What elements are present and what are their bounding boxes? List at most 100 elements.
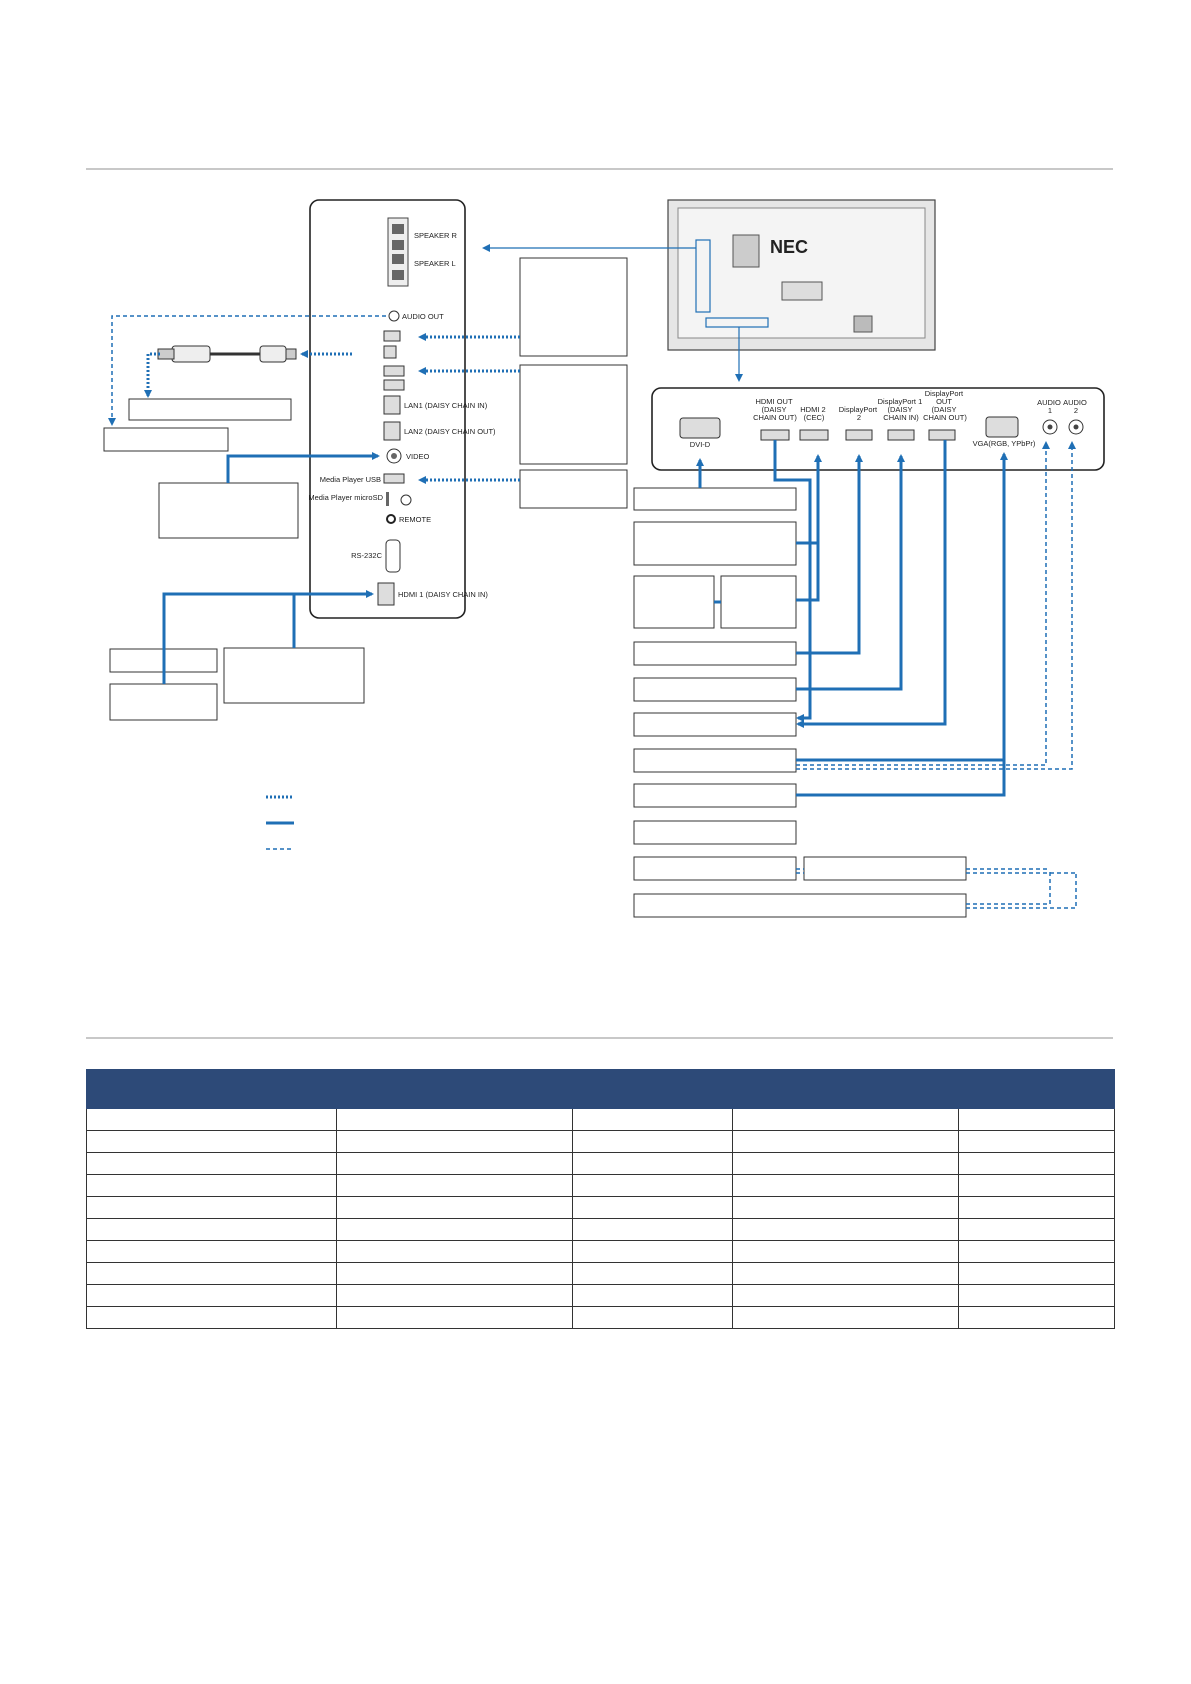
audio-out-jack[interactable] <box>388 310 400 322</box>
device-box-13 <box>720 575 797 629</box>
device-box-19 <box>633 820 797 845</box>
device-box-4 <box>128 398 292 421</box>
device-box-10 <box>633 487 797 511</box>
table-row <box>86 1130 1115 1153</box>
table-cell <box>86 1130 337 1153</box>
table-cell <box>732 1262 959 1285</box>
table-cell <box>958 1130 1115 1153</box>
table-cell <box>336 1196 573 1219</box>
table-cell <box>572 1130 733 1153</box>
table-cell <box>732 1284 959 1307</box>
hdmi-out-label: HDMI OUT (DAISY CHAIN OUT) <box>753 397 797 422</box>
table-cell <box>572 1174 733 1197</box>
usb-port-2[interactable] <box>383 365 405 377</box>
device-box-11 <box>633 521 797 566</box>
device-box-21 <box>803 856 967 881</box>
media-player-usb-port[interactable] <box>383 473 405 484</box>
dvi-d-label: DVI-D <box>690 440 711 449</box>
table-cell <box>732 1306 959 1329</box>
dvi-d-port[interactable] <box>679 417 721 439</box>
displayport-out-label: DisplayPort OUT (DAISY CHAIN OUT) <box>923 389 967 422</box>
device-box-18 <box>633 783 797 808</box>
table-cell <box>732 1196 959 1219</box>
middle-divider <box>86 1037 1113 1039</box>
hdmi-out-port[interactable] <box>760 429 790 441</box>
table-row <box>86 1240 1115 1263</box>
table-cell <box>958 1152 1115 1175</box>
table-cell <box>572 1240 733 1263</box>
header-cell <box>336 1069 573 1109</box>
video-label: VIDEO <box>406 452 430 461</box>
hdmi1-port[interactable] <box>377 582 395 606</box>
table-cell <box>572 1218 733 1241</box>
vga-port[interactable] <box>985 416 1019 438</box>
nec-logo: NEC <box>770 237 808 257</box>
device-box-5 <box>103 427 229 452</box>
displayport-out-cable <box>796 440 947 728</box>
table-cell <box>86 1152 337 1175</box>
table-cell <box>86 1240 337 1263</box>
rs232c-port[interactable] <box>385 539 401 573</box>
device-box-14 <box>633 641 797 666</box>
table-cell <box>732 1152 959 1175</box>
displayport1-cable <box>796 454 905 691</box>
connection-diagram: SPEAKER R SPEAKER L AUDIO OUT LAN1 (DAIS… <box>103 199 1105 918</box>
device-box-8 <box>109 683 218 721</box>
rs232c-label: RS-232C <box>351 551 382 560</box>
device-box-9 <box>223 647 365 704</box>
hdmi1-cable <box>162 590 374 684</box>
hdmi1-label: HDMI 1 (DAISY CHAIN IN) <box>398 590 488 599</box>
table-cell <box>958 1262 1115 1285</box>
remote-jack[interactable] <box>386 514 396 524</box>
lan1-label: LAN1 (DAISY CHAIN IN) <box>404 401 488 410</box>
displayport2-port[interactable] <box>845 429 873 441</box>
microsd-slot[interactable] <box>386 492 389 506</box>
usb-port[interactable] <box>383 330 401 342</box>
hdmi2-label: HDMI 2 (CEC) <box>800 405 828 422</box>
device-box-3 <box>519 469 628 509</box>
table-cell <box>572 1262 733 1285</box>
table-row <box>86 1262 1115 1285</box>
usb-cable-to-device <box>144 352 160 398</box>
table-cell <box>86 1218 337 1241</box>
table-row <box>86 1196 1115 1219</box>
table-cell <box>86 1174 337 1197</box>
speaker-l-label: SPEAKER L <box>414 259 456 268</box>
top-divider <box>86 168 1113 170</box>
table-cell <box>86 1262 337 1285</box>
hdmi-out-cable <box>773 440 812 722</box>
table-header-row <box>86 1069 1115 1109</box>
media-player-microsd-label: Media Player microSD <box>308 493 383 502</box>
device-box-22 <box>633 893 967 918</box>
table-cell <box>732 1218 959 1241</box>
usb-b-port[interactable] <box>383 345 397 359</box>
displayport1-port[interactable] <box>887 429 915 441</box>
speaker-terminals <box>387 217 409 287</box>
table-cell <box>958 1108 1115 1131</box>
table-body <box>86 1108 1115 1329</box>
audio2-cable-a <box>796 441 1076 770</box>
table-cell <box>732 1130 959 1153</box>
table-cell <box>336 1306 573 1329</box>
hdmi2-port[interactable] <box>799 429 829 441</box>
table-cell <box>958 1196 1115 1219</box>
table-cell <box>572 1108 733 1131</box>
lan2-port[interactable] <box>383 421 401 441</box>
table-cell <box>336 1218 573 1241</box>
hdmi2-cable-b <box>796 543 820 602</box>
media-player-usb-label: Media Player USB <box>320 475 381 484</box>
usb-port-3[interactable] <box>383 379 405 391</box>
table-cell <box>336 1174 573 1197</box>
lan1-port[interactable] <box>383 395 401 415</box>
table-cell <box>958 1218 1115 1241</box>
remote-label: REMOTE <box>399 515 431 524</box>
bottom-terminal-panel: DVI-D HDMI OUT (DAISY CHAIN OUT) HDMI 2 … <box>651 387 1105 471</box>
table-row <box>86 1152 1115 1175</box>
audio2-label: AUDIO 2 <box>1063 398 1089 415</box>
monitor-rear-view: NEC <box>667 199 936 351</box>
displayport-out-port[interactable] <box>928 429 956 441</box>
audio2-cable-c <box>966 873 1077 909</box>
header-cell <box>86 1069 337 1109</box>
table-cell <box>572 1284 733 1307</box>
header-cell <box>958 1069 1115 1109</box>
